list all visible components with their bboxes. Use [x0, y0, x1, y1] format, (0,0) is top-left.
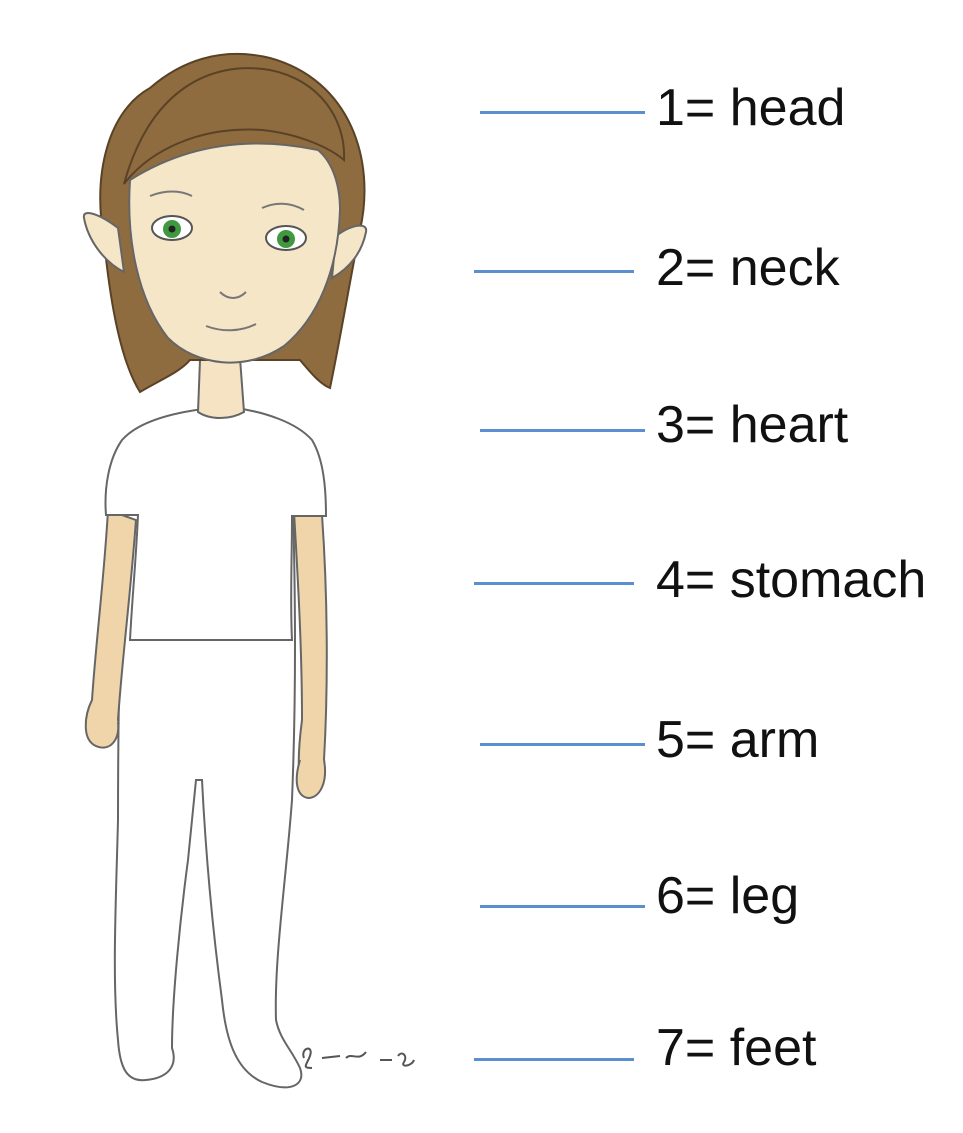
leader-line — [474, 582, 634, 585]
right-hand — [297, 760, 325, 798]
artist-signature — [303, 1049, 414, 1068]
leader-line — [474, 1058, 634, 1061]
label-row-heart: 3= heart — [470, 395, 960, 455]
label-arm: 5= arm — [656, 710, 819, 770]
right-pupil — [283, 236, 290, 243]
label-leg: 6= leg — [656, 866, 799, 926]
label-row-arm: 5= arm — [470, 710, 960, 770]
label-stomach: 4= stomach — [656, 550, 926, 610]
neck — [198, 358, 244, 418]
label-row-feet: 7= feet — [470, 1018, 960, 1078]
leader-line — [480, 429, 645, 432]
label-heart: 3= heart — [656, 395, 848, 455]
leader-line — [474, 270, 634, 273]
label-neck: 2= neck — [656, 238, 840, 298]
leader-line — [480, 905, 645, 908]
right-arm — [294, 512, 327, 797]
leader-line — [480, 111, 645, 114]
child-figure-illustration — [0, 0, 460, 1133]
label-row-stomach: 4= stomach — [470, 550, 960, 610]
label-head: 1= head — [656, 78, 845, 138]
left-pupil — [169, 226, 176, 233]
label-row-head: 1= head — [470, 78, 960, 138]
leader-line — [480, 743, 645, 746]
label-feet: 7= feet — [656, 1018, 816, 1078]
label-row-neck: 2= neck — [470, 238, 960, 298]
label-row-leg: 6= leg — [470, 866, 960, 926]
